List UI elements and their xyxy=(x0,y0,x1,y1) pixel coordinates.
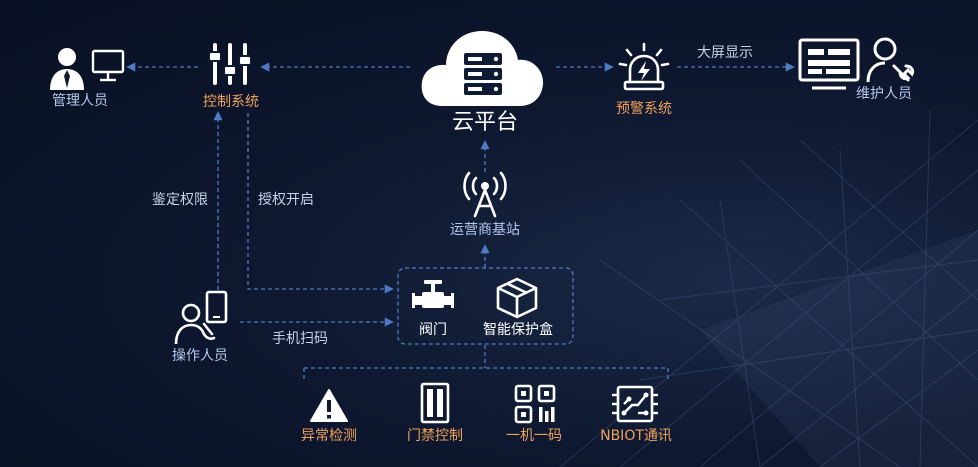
operator-label: 操作人员 xyxy=(172,348,228,364)
manager-label: 管理人员 xyxy=(52,93,108,109)
qr-code-icon xyxy=(514,384,556,424)
nbiot-label: NBIOT通讯 xyxy=(600,428,672,444)
base-station-label: 运营商基站 xyxy=(450,222,520,238)
anomaly-detection-label: 异常检测 xyxy=(301,428,357,444)
cloud-server-icon xyxy=(421,30,544,106)
access-control-label: 门禁控制 xyxy=(407,428,463,444)
warning-triangle-icon xyxy=(310,389,348,422)
qr-code-label: 一机一码 xyxy=(506,428,562,444)
smart-box-label: 智能保护盒 xyxy=(483,322,553,338)
edge-label-authorize: 授权开启 xyxy=(258,192,314,208)
valve-label: 阀门 xyxy=(419,322,447,338)
control-system-label: 控制系统 xyxy=(203,94,259,110)
circuit-board-icon xyxy=(612,385,658,423)
alert-system-label: 预警系统 xyxy=(616,101,672,117)
maintainer-screen-wrench-icon xyxy=(798,37,915,90)
maintainer-label: 维护人员 xyxy=(856,86,912,102)
cloud-platform-label: 云平台 xyxy=(451,110,519,135)
smart-box-icon xyxy=(496,277,538,319)
edge-control-to-valve xyxy=(247,113,394,294)
control-sliders-icon xyxy=(208,43,252,85)
cell-tower-icon xyxy=(463,171,507,218)
edge-label-big-screen: 大屏显示 xyxy=(697,45,753,61)
edge-label-scan: 手机扫码 xyxy=(272,331,328,347)
operator-phone-icon xyxy=(174,290,228,345)
alarm-siren-icon xyxy=(618,42,670,91)
valve-icon xyxy=(412,280,454,308)
manager-person-computer-icon xyxy=(50,48,125,90)
door-access-icon xyxy=(420,382,450,424)
edge-label-verify: 鉴定权限 xyxy=(152,192,208,208)
device-group-box xyxy=(397,267,574,345)
